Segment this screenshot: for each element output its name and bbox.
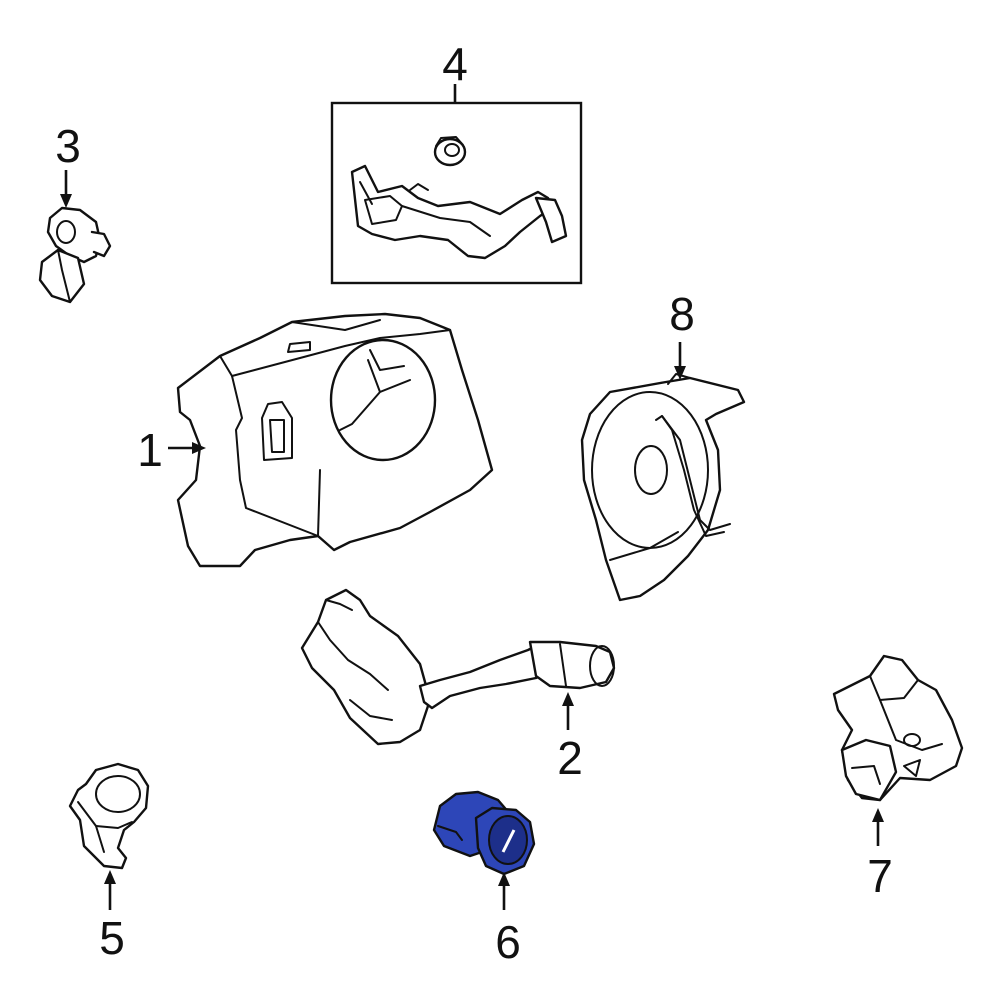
arrowhead-8	[674, 366, 686, 380]
part-1-shroud[interactable]	[176, 312, 494, 568]
part-3-sensor[interactable]	[38, 206, 112, 304]
part-7-module[interactable]	[832, 654, 964, 802]
arrowhead-1	[192, 442, 206, 454]
part-4-clip	[433, 136, 467, 167]
part-8-clockspring[interactable]	[580, 373, 746, 602]
callout-5: 5	[99, 912, 125, 964]
callout-8: 8	[669, 288, 695, 340]
part-5-bracket[interactable]	[68, 762, 150, 870]
arrowhead-5	[104, 870, 116, 884]
callout-3: 3	[55, 120, 81, 172]
callout-7: 7	[867, 850, 893, 902]
arrowhead-2	[562, 692, 574, 706]
part-4-kit[interactable]	[330, 101, 583, 285]
arrowhead-6	[498, 872, 510, 886]
part-6-keyway	[501, 829, 516, 853]
callout-6: 6	[495, 916, 521, 968]
callout-2: 2	[557, 732, 583, 784]
callout-1: 1	[137, 424, 163, 476]
part-6-lock-cylinder[interactable]	[432, 790, 536, 876]
part-2-stalk-switch[interactable]	[300, 588, 616, 746]
part-4-lever	[350, 164, 568, 260]
callout-4: 4	[442, 38, 468, 90]
arrowhead-7	[872, 808, 884, 822]
arrowhead-3	[60, 194, 72, 208]
